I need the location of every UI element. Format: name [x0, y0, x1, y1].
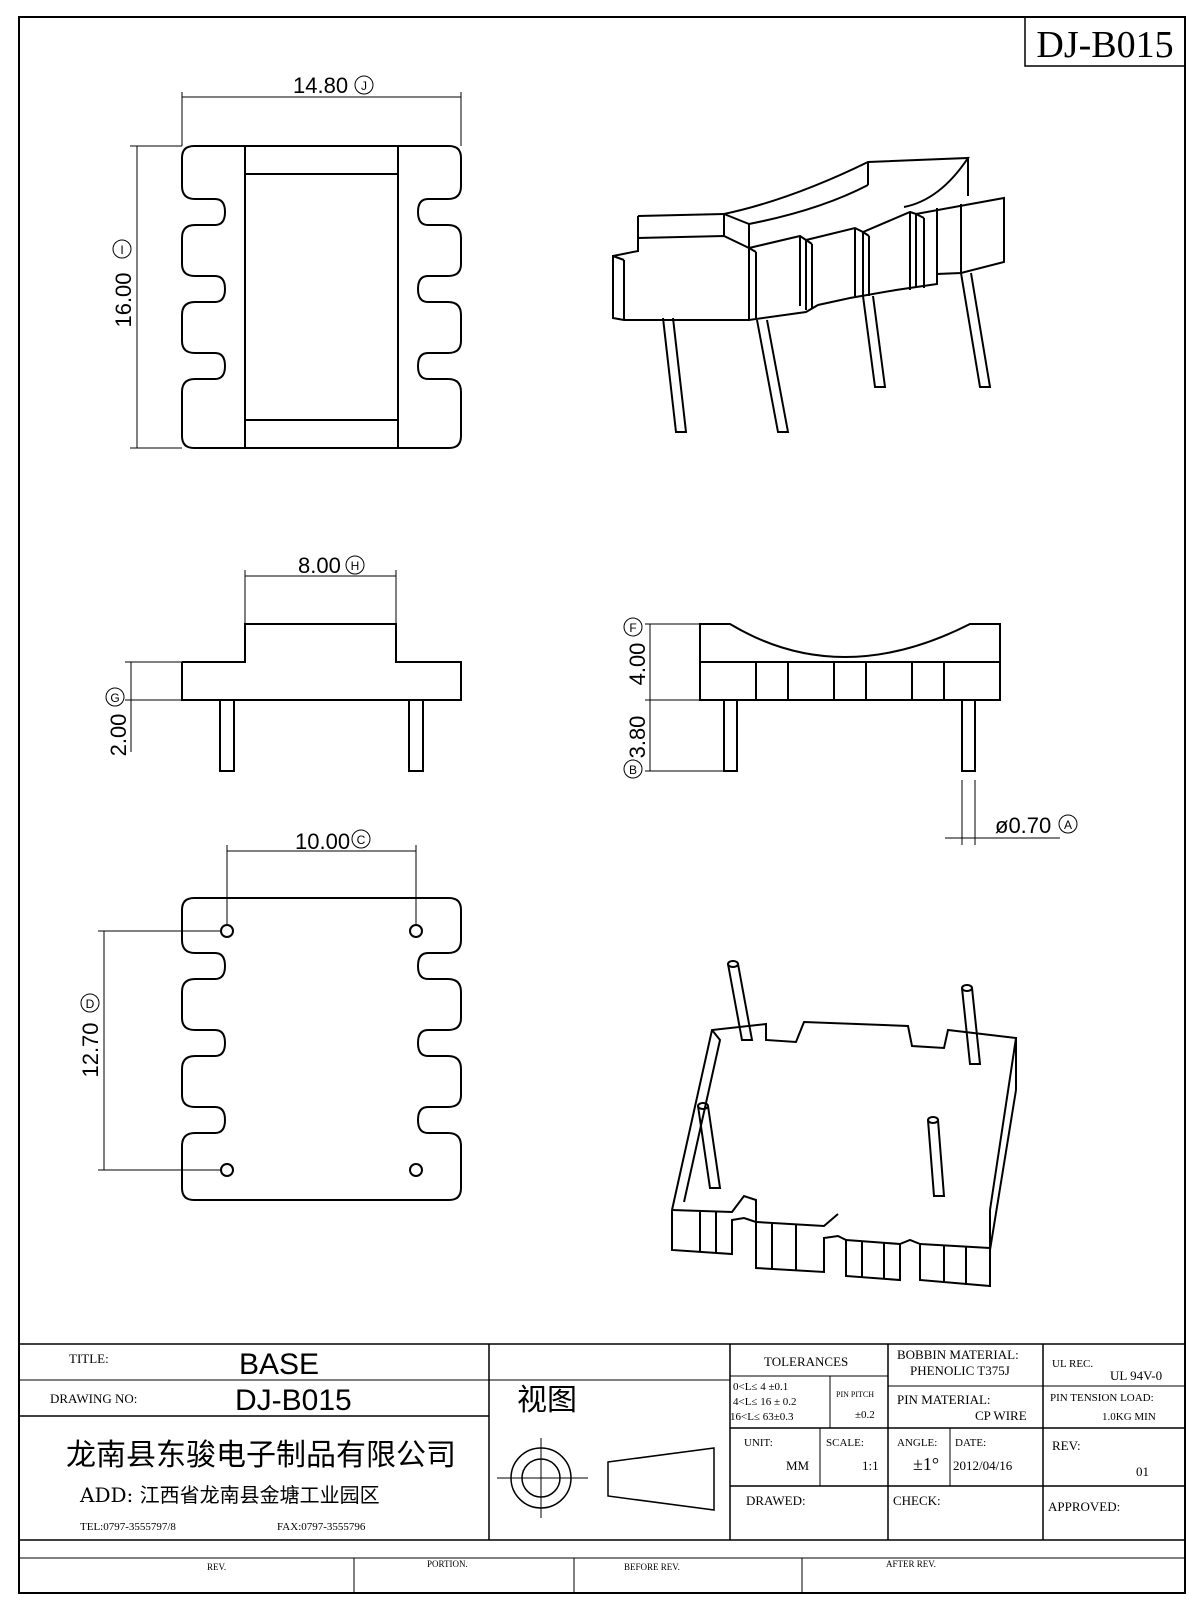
drawing-no-label: DRAWING NO:: [50, 1391, 137, 1406]
dim-base-thickness: 2.00: [106, 714, 131, 757]
ul-rec-value: UL 94V-0: [1110, 1368, 1162, 1383]
date-value: 2012/04/16: [953, 1458, 1013, 1473]
dim-height-left-ref: I: [120, 243, 123, 257]
pin-material-label: PIN MATERIAL:: [897, 1392, 991, 1407]
dim-width-top: 14.80: [293, 73, 348, 98]
date-label: DATE:: [955, 1437, 986, 1449]
drawing-no-value: DJ-B015: [235, 1384, 352, 1417]
rev-value: 01: [1136, 1464, 1149, 1479]
scale-label: SCALE:: [826, 1437, 864, 1449]
dim-pin-length: 3.80: [625, 716, 650, 759]
iso-view-top: [612, 156, 1005, 433]
dim-pin-diameter-ref: A: [1064, 818, 1072, 832]
company-address: ADD: 江西省龙南县金塘工业园区: [79, 1483, 380, 1507]
angle-label: ANGLE:: [897, 1437, 937, 1449]
title-label: TITLE:: [69, 1351, 109, 1366]
dim-pin-span-y-ref: D: [86, 997, 95, 1011]
dim-pin-span-x-ref: C: [357, 833, 366, 847]
after-rev-col-header: AFTER REV.: [886, 1559, 936, 1569]
sheet-border: [18, 16, 1186, 1594]
dim-side-height-ref: F: [629, 621, 636, 635]
scale-value: 1:1: [862, 1458, 879, 1473]
tolerance-3: 16<L≤ 63±0.3: [730, 1411, 794, 1423]
dim-inner-width: 8.00: [298, 553, 341, 578]
iso-view-bottom: [671, 960, 1018, 1288]
bobbin-material-value: PHENOLIC T375J: [910, 1363, 1010, 1378]
pin-tension-value: 1.0KG MIN: [1102, 1411, 1156, 1423]
company-tel: TEL:0797-3555797/8: [80, 1521, 176, 1533]
pin-material-value: CP WIRE: [975, 1408, 1027, 1423]
portion-col-header: PORTION.: [427, 1559, 468, 1569]
bottom-view: 10.00 C 12.70 D: [78, 829, 462, 1201]
rev-label: REV:: [1052, 1438, 1081, 1453]
dim-pin-span-y: 12.70: [78, 1022, 103, 1077]
ul-rec-label: UL REC.: [1052, 1358, 1093, 1370]
before-rev-col-header: BEFORE REV.: [624, 1562, 680, 1572]
pin-pitch-label: PIN PITCH: [836, 1390, 874, 1399]
company-name: 龙南县东骏电子制品有限公司: [66, 1438, 456, 1473]
view-label: 视图: [517, 1383, 577, 1418]
angle-value: ±1°: [913, 1454, 939, 1474]
front-view: 8.00 H 2.00 G: [105, 553, 462, 772]
side-view: 4.00 F 3.80 B ø0.70 A: [623, 617, 1078, 845]
dim-width-top-ref: J: [361, 79, 367, 93]
dim-pin-diameter: ø0.70: [995, 813, 1051, 838]
tolerances-label: TOLERANCES: [764, 1354, 848, 1369]
bobbin-material-label: BOBBIN MATERIAL:: [897, 1347, 1019, 1362]
dim-height-left: 16.00: [111, 272, 136, 327]
pin-pitch-value: ±0.2: [855, 1409, 875, 1421]
rev-col-header: REV.: [207, 1562, 226, 1572]
company-fax: FAX:0797-3555796: [277, 1521, 366, 1533]
dim-base-thickness-ref: G: [110, 691, 119, 705]
dim-pin-span-x: 10.00: [295, 829, 350, 854]
approved-label: APPROVED:: [1048, 1499, 1120, 1514]
dim-inner-width-ref: H: [351, 559, 360, 573]
drawing-code-label: DJ-B015: [1036, 24, 1173, 66]
tolerance-1: 0<L≤ 4 ±0.1: [733, 1381, 788, 1393]
unit-value: MM: [786, 1458, 810, 1473]
pin-tension-label: PIN TENSION LOAD:: [1050, 1392, 1154, 1404]
drawed-label: DRAWED:: [746, 1493, 806, 1508]
check-label: CHECK:: [893, 1493, 941, 1508]
tolerance-2: 4<L≤ 16 ± 0.2: [733, 1396, 797, 1408]
title-value: BASE: [239, 1348, 319, 1381]
drawing-code-box: DJ-B015: [1024, 16, 1186, 67]
dim-pin-length-ref: B: [629, 763, 637, 777]
unit-label: UNIT:: [744, 1437, 773, 1449]
top-view: 14.80 J 16.00 I: [111, 73, 462, 449]
title-block: [19, 1343, 1185, 1593]
dim-side-height: 4.00: [625, 643, 650, 686]
